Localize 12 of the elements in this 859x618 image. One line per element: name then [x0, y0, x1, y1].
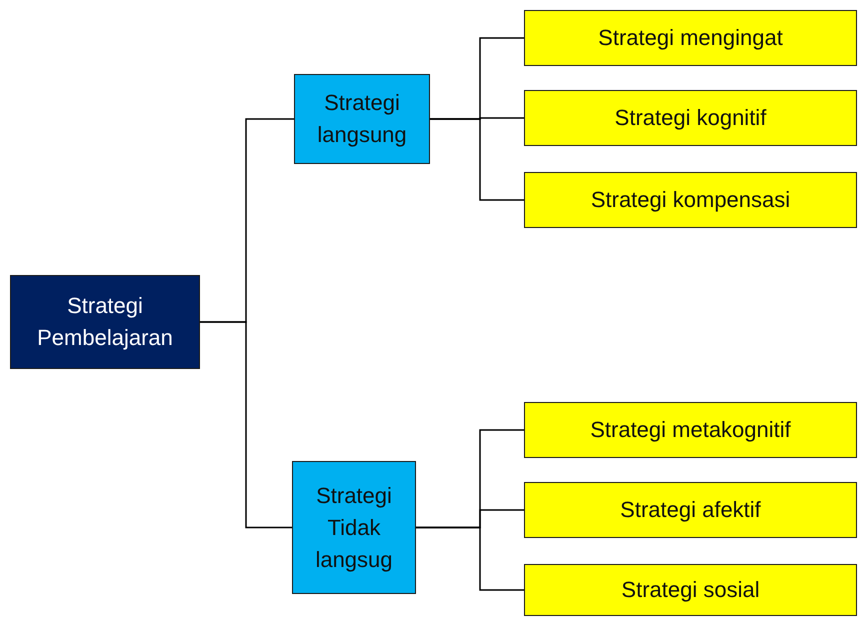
strategy-box: Strategi sosial [524, 564, 857, 616]
strategy-box: Strategi mengingat [524, 10, 857, 66]
strategy-box: Strategi afektif [524, 482, 857, 538]
strategy-box: Strategi kompensasi [524, 172, 857, 228]
root-box: Strategi Pembelajaran [10, 275, 200, 369]
connector-line [430, 118, 524, 201]
connector-line [200, 321, 292, 528]
connector-line [416, 526, 524, 591]
category-box: Strategi langsung [294, 74, 430, 164]
strategy-box: Strategi kognitif [524, 90, 857, 146]
strategy-box: Strategi metakognitif [524, 402, 857, 458]
category-box: Strategi Tidak langsug [292, 461, 416, 594]
